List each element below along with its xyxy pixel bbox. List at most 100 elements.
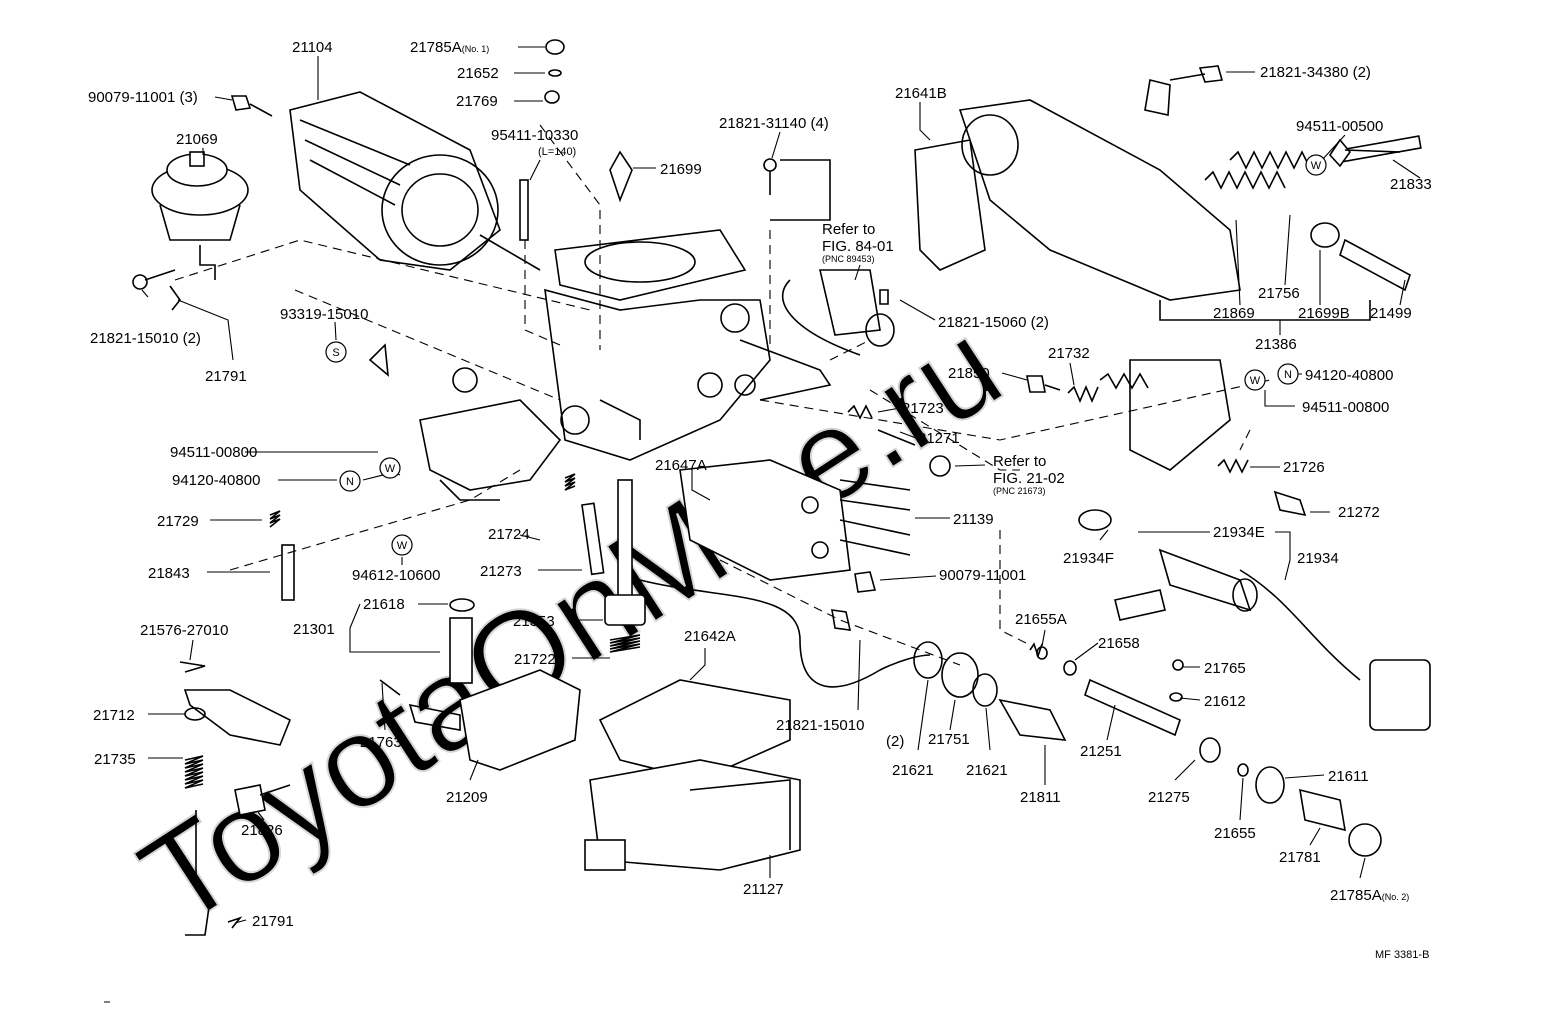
part-number-label: 21104 bbox=[292, 39, 333, 56]
cross-reference-pnc: (PNC 21673) bbox=[993, 486, 1046, 496]
part-number-label: 21724 bbox=[488, 526, 530, 543]
part-number-label: 21611 bbox=[1328, 768, 1369, 785]
part-number-label: 21251 bbox=[1080, 743, 1122, 760]
part-number-label: 21765 bbox=[1204, 660, 1246, 677]
part-number-label: 21756 bbox=[1258, 285, 1300, 302]
part-number-label: 21621 bbox=[892, 762, 934, 779]
part-number-label: 21641B bbox=[895, 85, 947, 102]
part-number-label: 94120-40800 bbox=[172, 472, 260, 489]
diaphragm-21069 bbox=[151, 151, 249, 280]
part-number-label: 21642A bbox=[684, 628, 736, 645]
part-number-label: 21934F bbox=[1063, 550, 1114, 567]
throttle-linkage bbox=[419, 367, 590, 501]
cross-reference: FIG. 84-01 bbox=[822, 238, 894, 255]
cross-reference: Refer to bbox=[993, 453, 1046, 470]
part-number-label: 21301 bbox=[293, 621, 335, 638]
part-number-label: 21821-15010 bbox=[776, 717, 864, 734]
svg-text:N: N bbox=[346, 476, 354, 488]
part-number-label: 21769 bbox=[456, 93, 498, 110]
part-number-label: 21386 bbox=[1255, 336, 1297, 353]
part-number-label: 21275 bbox=[1148, 789, 1190, 806]
part-number-label: 21821-31140 (4) bbox=[719, 115, 829, 132]
part-number-label: 21273 bbox=[480, 563, 522, 580]
svg-text:N: N bbox=[1284, 369, 1292, 381]
svg-text:W: W bbox=[1250, 375, 1261, 387]
part-number-label: 21791 bbox=[252, 913, 294, 930]
washer-mark-w: W bbox=[391, 534, 413, 556]
part-number-label: 94511-00800 bbox=[170, 444, 257, 461]
part-number-label: 21612 bbox=[1204, 693, 1246, 710]
fuel-pump-21934 bbox=[1078, 509, 1431, 731]
valve-21353 bbox=[604, 479, 646, 653]
spring-pin-mark-s: S bbox=[325, 341, 347, 363]
part-number-label: 21732 bbox=[1048, 345, 1090, 362]
part-number-label: 21934 bbox=[1297, 550, 1339, 567]
assembly-dashes bbox=[174, 124, 1271, 666]
nut-mark-n: N bbox=[339, 470, 361, 492]
gasket-21647A bbox=[679, 459, 911, 581]
part-number-label: 21658 bbox=[1098, 635, 1140, 652]
part-length-note: (L=140) bbox=[538, 146, 576, 158]
part-number-label: 94120-40800 bbox=[1305, 367, 1393, 384]
part-number-label: 94511-00500 bbox=[1296, 118, 1383, 135]
part-number-label: 21934E bbox=[1213, 524, 1265, 541]
part-number-label: 21621 bbox=[966, 762, 1008, 779]
part-number-label: (2) bbox=[886, 733, 904, 750]
part-number-label: 21833 bbox=[1390, 176, 1432, 193]
part-number-label: 21271 bbox=[918, 430, 960, 447]
part-number-label: 21712 bbox=[93, 707, 135, 724]
svg-text:W: W bbox=[397, 540, 408, 552]
small-hardware bbox=[132, 39, 1401, 929]
washer-mark-w: W bbox=[1244, 369, 1266, 391]
part-number-label: 21791 bbox=[205, 368, 247, 385]
cross-reference-pnc: (PNC 89453) bbox=[822, 254, 875, 264]
part-number-label: 21722 bbox=[514, 651, 556, 668]
part-number-label: 21353 bbox=[513, 613, 555, 630]
part-number-label: 21821-15010 (2) bbox=[90, 330, 201, 347]
lever-bracket bbox=[1067, 359, 1231, 471]
part-number-label: 21209 bbox=[446, 789, 488, 806]
part-number-label: 94612-10600 bbox=[352, 567, 440, 584]
part-number-label: 21618 bbox=[363, 596, 405, 613]
part-number-label: 95411-10330 bbox=[491, 127, 578, 144]
nut-mark-n: N bbox=[1277, 363, 1299, 385]
part-number-label: 21781 bbox=[1279, 849, 1321, 866]
part-number-label: 21576-27010 bbox=[140, 622, 228, 639]
part-number-label: 94511-00800 bbox=[1302, 399, 1389, 416]
part-number-label: 21699 bbox=[660, 161, 702, 178]
fittings-bottom bbox=[913, 641, 1382, 857]
figure-code: MF 3381-B bbox=[1375, 949, 1429, 961]
part-number-label: 21821-15060 (2) bbox=[938, 314, 1049, 331]
part-number-label: 21127 bbox=[743, 881, 784, 898]
linkage-left-bottom bbox=[183, 689, 292, 936]
part-number-label: 21763 bbox=[360, 734, 402, 751]
float-bowl-21127 bbox=[584, 759, 801, 871]
washer-mark-w: W bbox=[1305, 154, 1327, 176]
part-number-label: 93319-15010 bbox=[280, 306, 368, 323]
svg-text:W: W bbox=[385, 463, 396, 475]
part-number-label: 21655A bbox=[1015, 611, 1067, 628]
fuel-cut-solenoid bbox=[770, 159, 895, 356]
part-number-label: 21821-34380 (2) bbox=[1260, 64, 1371, 81]
part-number-label: 21726 bbox=[1283, 459, 1325, 476]
part-number-label: 21272 bbox=[1338, 504, 1380, 521]
part-number-label: 21826 bbox=[241, 822, 283, 839]
cross-reference: Refer to bbox=[822, 221, 875, 238]
body-21209 bbox=[408, 669, 581, 771]
part-number-label: 21729 bbox=[157, 513, 199, 530]
part-number-label: 21850 bbox=[948, 365, 990, 382]
part-number-label: 21751 bbox=[928, 731, 970, 748]
part-number-label: 21499 bbox=[1370, 305, 1412, 322]
svg-text:S: S bbox=[332, 347, 339, 359]
choke-motor-21104 bbox=[289, 91, 541, 271]
part-number-label: 21811 bbox=[1020, 789, 1061, 806]
part-number-label: 21699B bbox=[1298, 305, 1350, 322]
gasket-21642A bbox=[598, 679, 791, 781]
part-number-label: 90079-11001 bbox=[939, 567, 1026, 584]
valve-21301 bbox=[449, 598, 475, 684]
part-number-label: 21785A(No. 1) bbox=[410, 39, 489, 56]
part-number-label: 21139 bbox=[953, 511, 994, 528]
cross-reference: FIG. 21-02 bbox=[993, 470, 1065, 487]
washer-mark-w: W bbox=[379, 457, 401, 479]
svg-text:W: W bbox=[1311, 160, 1322, 172]
